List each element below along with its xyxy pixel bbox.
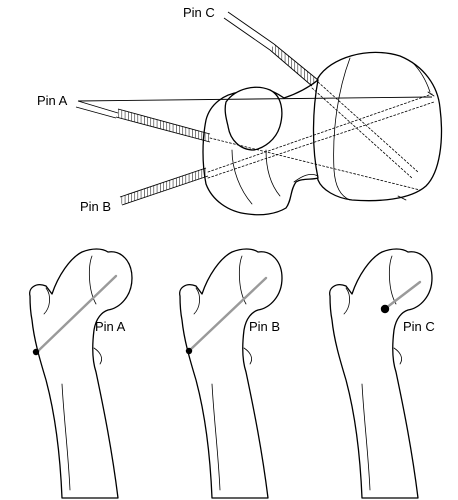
- femur-panel-pin-a: Pin A: [29, 248, 133, 499]
- pin-tip-marker-2: [427, 91, 435, 97]
- femur-panel-pin-c: Pin C: [329, 248, 435, 499]
- label-panel-pin-b: Pin B: [249, 319, 280, 334]
- pin-tip-marker: [397, 195, 407, 201]
- femoral-head-top-view: Pin C Pin A Pin B: [37, 5, 443, 216]
- lesser-trochanter: [243, 347, 252, 365]
- neck-contour: [265, 149, 281, 197]
- head-seam-line: [333, 57, 351, 201]
- neck-contour-3: [231, 149, 253, 205]
- femur-outline: [179, 248, 283, 499]
- trochanter-line: [343, 287, 350, 315]
- pin-b-shaft: [188, 276, 268, 352]
- pin-c-entry-dot: [380, 304, 390, 314]
- neck-contour-2: [293, 174, 319, 183]
- shaft-inner-line: [61, 383, 71, 491]
- lesser-trochanter: [93, 347, 102, 365]
- trochanter-line: [193, 287, 200, 315]
- pin-c-screw: [223, 11, 419, 179]
- pin-b-screw: [119, 93, 435, 206]
- femur-outline: [329, 248, 433, 499]
- pin-a-shaft: [35, 274, 118, 354]
- shaft-inner-line: [361, 383, 371, 491]
- pin-a-screw: [75, 96, 433, 191]
- lesser-trochanter: [393, 347, 402, 365]
- label-top-pin-c: Pin C: [183, 5, 215, 20]
- label-panel-pin-a: Pin A: [95, 319, 126, 334]
- femur-outline: [29, 248, 133, 499]
- pin-b-entry-dot: [185, 347, 193, 355]
- trochanter-line: [43, 287, 50, 315]
- femoral-head-line: [88, 255, 97, 305]
- femur-panel-pin-b: Pin B: [179, 248, 283, 499]
- pin-a-entry-dot: [32, 348, 40, 356]
- pin-c-shaft: [384, 280, 422, 310]
- head-seam-line-2: [411, 61, 431, 93]
- label-top-pin-b: Pin B: [80, 199, 111, 214]
- shaft-inner-line: [211, 383, 221, 491]
- greater-trochanter-outline: [224, 86, 283, 151]
- label-top-pin-a: Pin A: [37, 93, 68, 108]
- label-panel-pin-c: Pin C: [403, 319, 435, 334]
